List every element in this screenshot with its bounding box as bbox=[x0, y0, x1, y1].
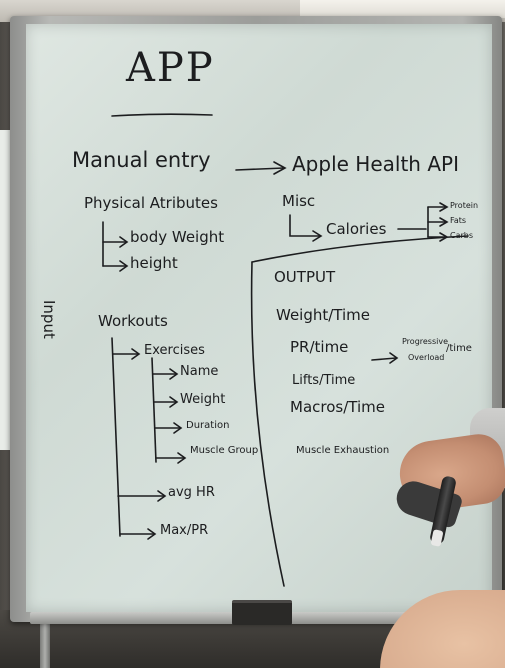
output-macros-time: Macros/Time bbox=[290, 398, 385, 416]
physical-attributes-label: Physical Atributes bbox=[84, 194, 218, 212]
exercise-muscle-group: Muscle Group bbox=[190, 445, 259, 456]
output-muscle-exhaustion: Muscle Exhaustion bbox=[296, 445, 390, 456]
apple-health-label: Apple Health API bbox=[292, 152, 459, 176]
macro-protein: Protein bbox=[450, 201, 479, 210]
output-weight-time: Weight/Time bbox=[276, 306, 371, 324]
manual-entry-label: Manual entry bbox=[72, 148, 211, 172]
max-pr-label: Max/PR bbox=[160, 523, 209, 538]
height-item: height bbox=[130, 254, 178, 272]
progressive-label: Progressive bbox=[402, 337, 449, 346]
macro-fats: Fats bbox=[450, 216, 467, 225]
input-side-label: Input bbox=[40, 300, 58, 339]
progressive-overload-time: /time bbox=[446, 343, 472, 354]
output-lifts-time: Lifts/Time bbox=[292, 373, 356, 388]
exercise-duration: Duration bbox=[186, 420, 230, 431]
eraser bbox=[232, 600, 292, 625]
misc-label: Misc bbox=[282, 192, 316, 210]
output-pr-time: PR/time bbox=[290, 338, 349, 356]
calories-label: Calories bbox=[326, 220, 387, 238]
whiteboard-leg-left bbox=[40, 620, 50, 668]
body-weight-item: body Weight bbox=[130, 228, 225, 246]
exercise-weight: Weight bbox=[180, 392, 226, 407]
board-title: APP bbox=[126, 45, 215, 91]
avg-hr-label: avg HR bbox=[168, 485, 215, 500]
exercises-label: Exercises bbox=[144, 343, 205, 358]
macro-carbs: Carbs bbox=[450, 231, 474, 240]
exercise-name: Name bbox=[180, 364, 219, 379]
ceiling-light bbox=[300, 0, 505, 18]
workouts-label: Workouts bbox=[98, 312, 168, 330]
whiteboard-surface bbox=[26, 24, 492, 612]
output-label: OUTPUT bbox=[274, 268, 336, 286]
overload-label: Overload bbox=[408, 353, 445, 362]
